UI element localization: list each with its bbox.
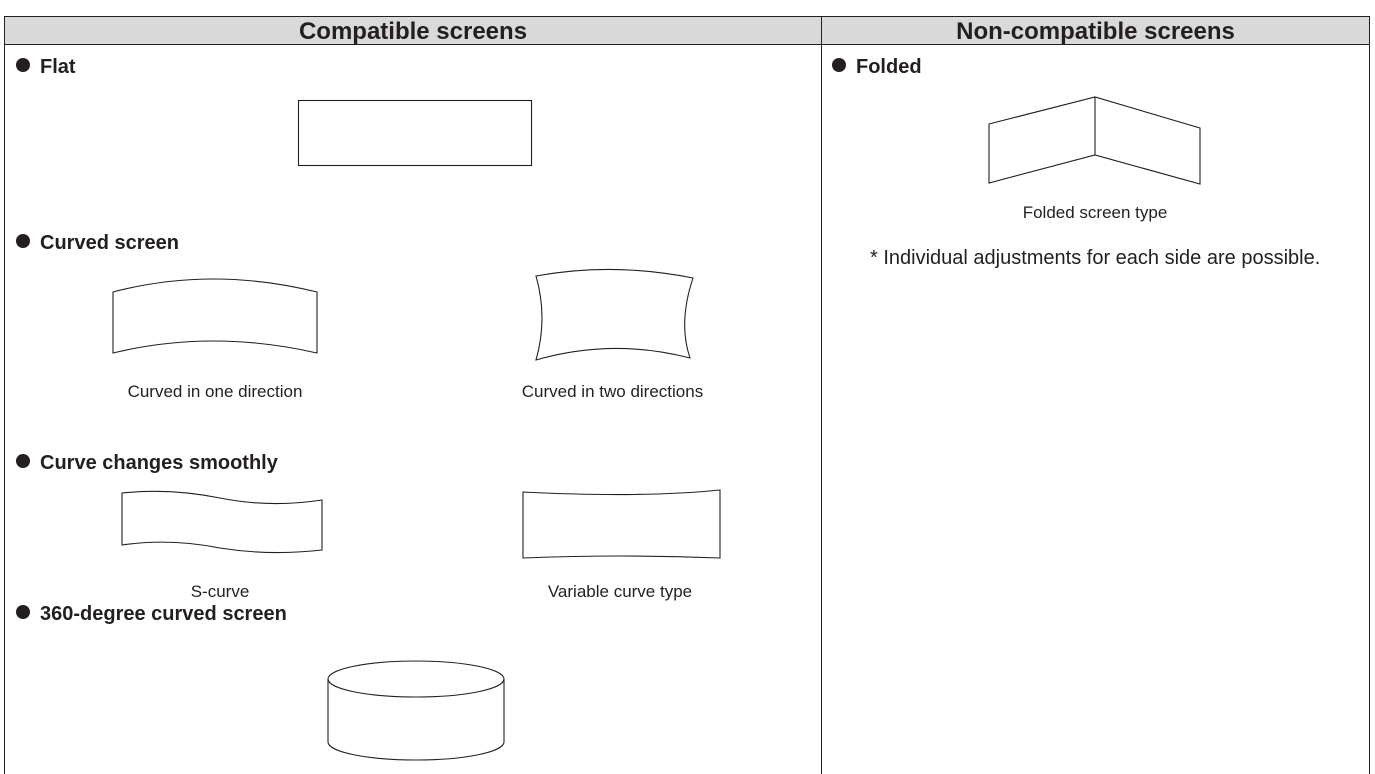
bullet-icon xyxy=(832,58,846,72)
360-degree-cylinder-drawing xyxy=(327,660,505,761)
flat-screen-drawing xyxy=(297,99,533,167)
flat-section-title: Flat xyxy=(16,56,76,79)
bullet-icon xyxy=(16,234,30,248)
curved-two-directions-caption: Curved in two directions xyxy=(521,382,704,401)
column-divider xyxy=(821,45,822,774)
right-border xyxy=(1369,45,1370,774)
s-curve-caption: S-curve xyxy=(190,582,250,601)
curved-two-directions-drawing xyxy=(535,268,694,361)
compatible-screens-header: Compatible screens xyxy=(4,16,821,45)
folded-section-title: Folded xyxy=(832,56,922,79)
folded-screen-drawing xyxy=(988,96,1201,185)
curved-one-direction-drawing xyxy=(112,278,318,354)
curved-one-direction-caption: Curved in one direction xyxy=(127,382,303,401)
curved-screen-section-title: Curved screen xyxy=(16,232,179,255)
non-compatible-screens-header: Non-compatible screens xyxy=(821,16,1370,45)
bullet-icon xyxy=(16,454,30,468)
variable-curve-drawing xyxy=(522,489,721,559)
folded-screen-caption: Folded screen type xyxy=(1022,203,1168,222)
s-curve-drawing xyxy=(121,490,323,554)
curve-changes-smoothly-section-title: Curve changes smoothly xyxy=(16,452,278,475)
bullet-icon xyxy=(16,58,30,72)
bullet-icon xyxy=(16,605,30,619)
variable-curve-caption: Variable curve type xyxy=(547,582,693,601)
left-border xyxy=(4,45,5,774)
folded-note: * Individual adjustments for each side a… xyxy=(870,247,1321,269)
360-degree-section-title: 360-degree curved screen xyxy=(16,603,287,626)
